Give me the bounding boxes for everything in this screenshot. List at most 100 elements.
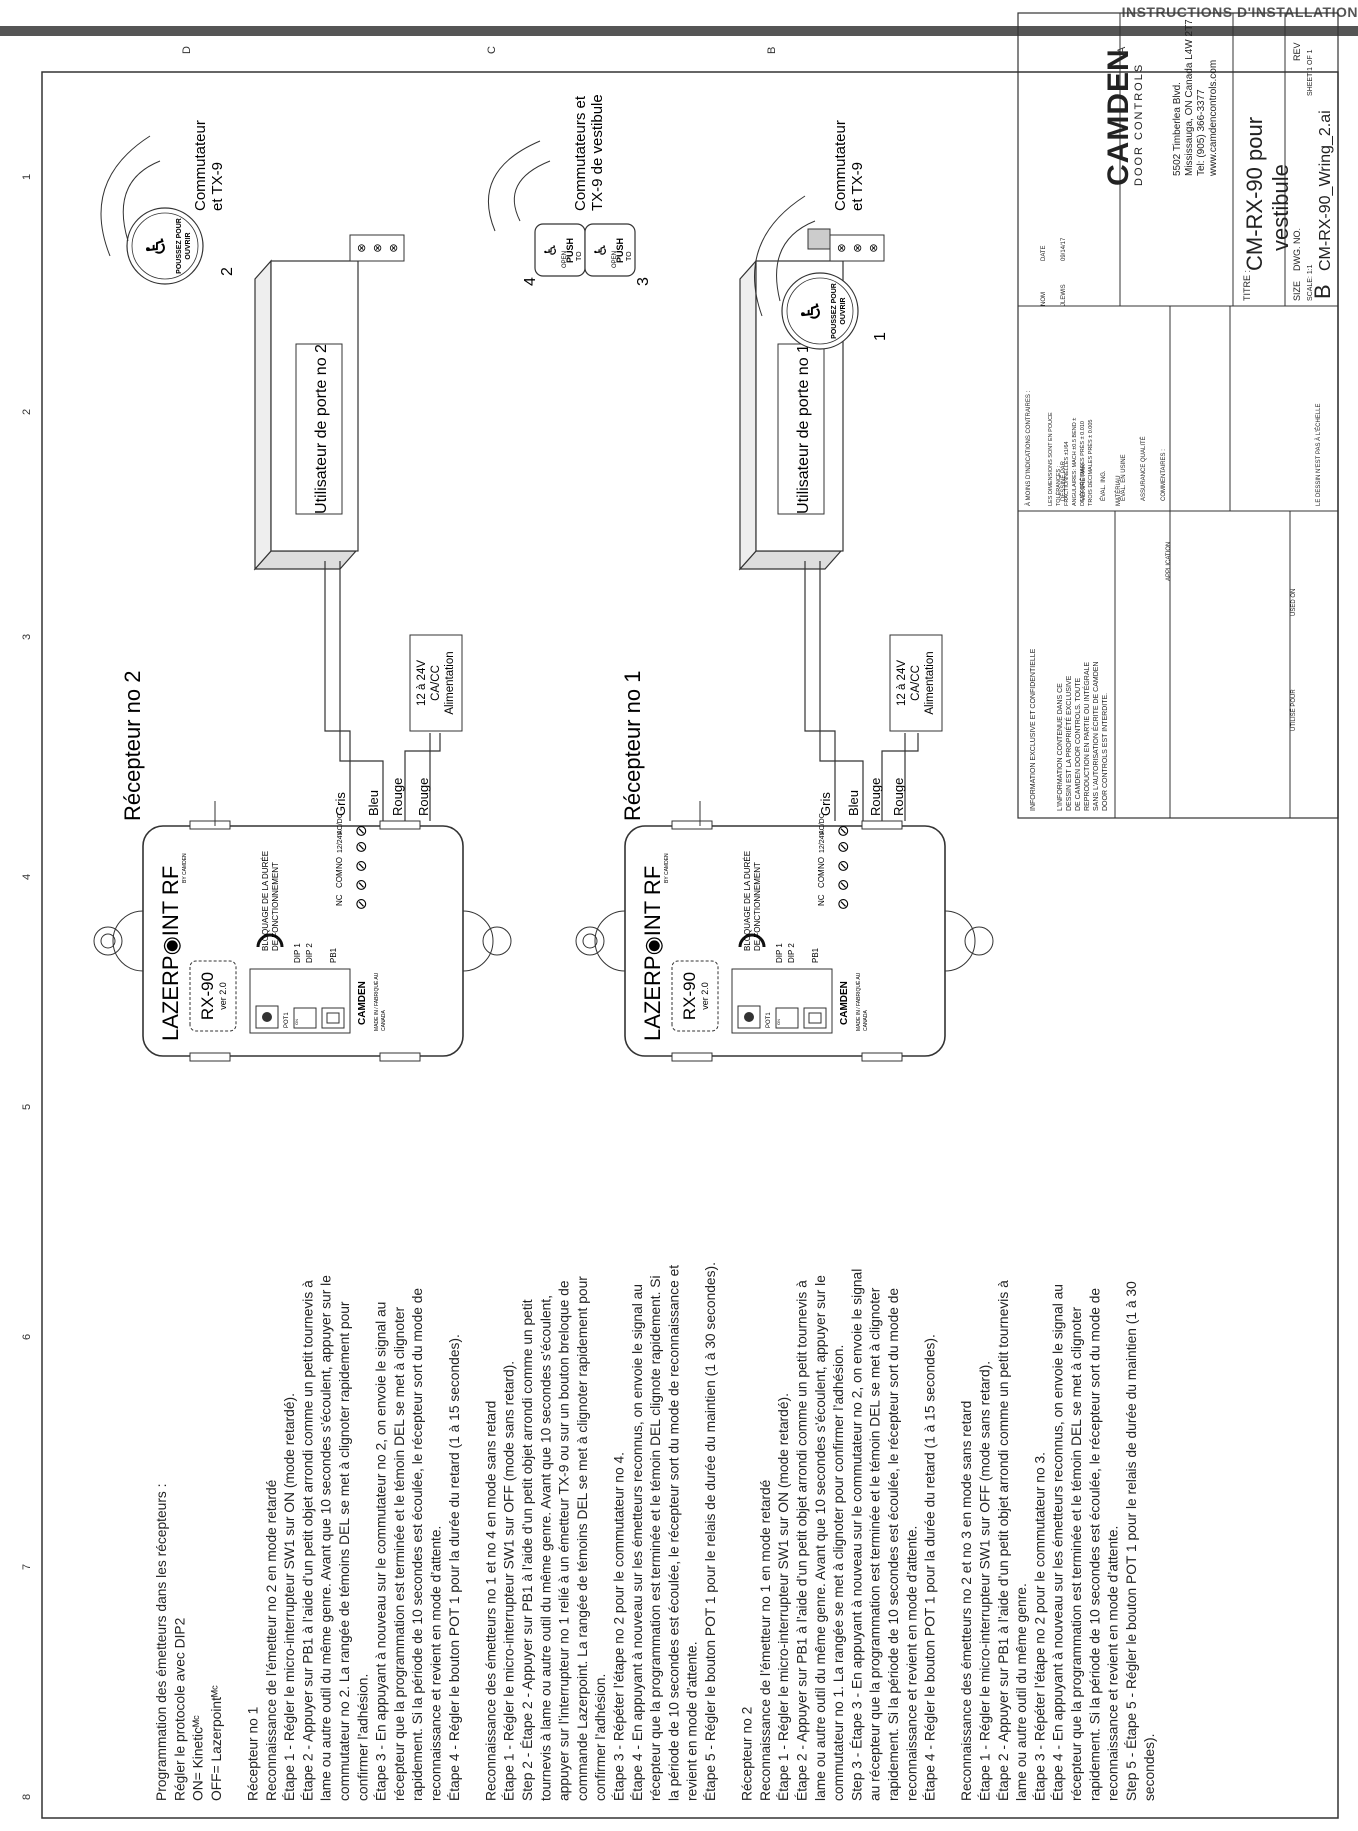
svg-text:APPLICATION: APPLICATION: [1166, 542, 1172, 581]
svg-text:Tel: (905) 366-3377: Tel: (905) 366-3377: [1196, 89, 1207, 176]
svg-text:ON: ON: [294, 1019, 299, 1025]
note-line: ON= Kineticᴹᶜ: [191, 1715, 206, 1801]
svg-text:12/24V: 12/24V: [819, 830, 826, 853]
switch-3-number: 3: [635, 277, 652, 286]
svg-text:et TX-9: et TX-9: [209, 162, 226, 211]
note-line: Programmation des émetteurs dans les réc…: [154, 1484, 169, 1801]
svg-text:OPEN: OPEN: [562, 251, 568, 268]
power-supply-1: 12 à 24V CA/CC Alimentation: [889, 634, 943, 732]
wire-bleu-2: Bleu: [366, 790, 381, 816]
note-line: Récepteur no 2: [740, 1707, 755, 1801]
svg-text:SCALE: 1:1: SCALE: 1:1: [1307, 264, 1314, 301]
svg-text:MATÉRIAU: MATÉRIAU: [1115, 475, 1122, 506]
svg-text:NO: NO: [817, 857, 826, 869]
svg-text:PUSH: PUSH: [615, 238, 625, 263]
svg-text:DIP 1: DIP 1: [775, 943, 784, 963]
svg-text:12/24V: 12/24V: [337, 830, 344, 853]
svg-text:DOOR CONTROLS: DOOR CONTROLS: [1133, 63, 1145, 186]
note-line: Étape 1 - Régler le micro-interrupteur S…: [501, 1361, 517, 1801]
svg-text:Rouge: Rouge: [891, 778, 906, 816]
svg-text:TO: TO: [626, 251, 633, 261]
svg-text:DE CAMDEN DOOR CONTROLS. TOUTE: DE CAMDEN DOOR CONTROLS. TOUTE: [1075, 678, 1082, 811]
note-line: lame ou autre outil du même genre. Avant…: [813, 1275, 828, 1801]
svg-text:⊘: ⊘: [353, 841, 370, 854]
svg-text:COM: COM: [335, 869, 344, 888]
note-line: Étape 4 - Régler le bouton POT 1 pour la…: [446, 1334, 462, 1801]
svg-text:Mississauga, ON Canada L4W 2: Mississauga, ON Canada L4W 2T7: [1184, 19, 1195, 176]
note-line: au récepteur que la programmation est te…: [868, 1287, 883, 1801]
svg-text:⊗: ⊗: [356, 243, 368, 252]
svg-text:DIP 2: DIP 2: [305, 943, 314, 963]
svg-text:OUVRIR: OUVRIR: [185, 232, 192, 259]
svg-text:TO: TO: [576, 251, 583, 261]
door-operator-1-label: Utilisateur de porte no 1: [795, 344, 812, 514]
svg-text:BLOQUAGE DE LA DURÉE: BLOQUAGE DE LA DURÉE: [261, 851, 270, 951]
svg-text:MADE IN / FABRIQUÉ AU: MADE IN / FABRIQUÉ AU: [855, 972, 862, 1031]
wheelchair-icon: ♿: [593, 243, 610, 257]
note-line: Reconnaissance des émetteurs no 2 et no …: [959, 1401, 974, 1801]
receiver-2-title: Récepteur no 2: [120, 671, 145, 821]
svg-text:⊗: ⊗: [388, 243, 400, 252]
note-line: la période de 10 secondes est écoulée, l…: [666, 1265, 681, 1801]
svg-text:ANGULAIRES: MACH ±0.5 BEND ±: ANGULAIRES: MACH ±0.5 BEND ±: [1072, 418, 1078, 506]
svg-text:DATE: DATE: [1041, 245, 1047, 261]
svg-text:⊗: ⊗: [868, 243, 880, 252]
svg-text:⊗: ⊗: [852, 243, 864, 252]
svg-text:12 à 24V: 12 à 24V: [896, 660, 908, 706]
svg-text:TX-9 de vestibule: TX-9 de vestibule: [589, 94, 606, 211]
svg-text:POT1: POT1: [284, 1012, 290, 1028]
wheelchair-icon: ♿: [141, 234, 171, 257]
door-operator-2: Utilisateur de porte no 2 ⊗ ⊗ ⊗: [253, 234, 405, 571]
svg-text:5502 Timberlea Blvd.: 5502 Timberlea Blvd.: [1172, 82, 1183, 176]
note-line: rapidement. Si la période de 10 secondes…: [1087, 1288, 1102, 1801]
svg-text:ÉVAL. ING.: ÉVAL. ING.: [1100, 470, 1107, 501]
svg-text:12 à 24V: 12 à 24V: [416, 660, 428, 706]
switch-1-number: 1: [872, 332, 889, 341]
note-line: lame ou autre outil du même genre. Avant…: [319, 1275, 334, 1801]
svg-text:INFORMATION EXCLUSIVE ET CONFI: INFORMATION EXCLUSIVE ET CONFIDENTIELLE: [1030, 648, 1037, 811]
rx90-terminals-1: ⊘ ⊘ ⊘ ⊘ ⊘ NC COM NO 12/24V AC/DC: [817, 813, 852, 910]
svg-text:⊘: ⊘: [835, 860, 852, 873]
push-switch-1: ♿ POUSSEZ POUR OUVRIR 1 Commutateur et T…: [754, 120, 889, 350]
svg-text:DEUX DÉCIMALES PRÈS ± 0.01: DEUX DÉCIMALES PRÈS ± 0.010: [1079, 421, 1086, 506]
svg-text:CANADA: CANADA: [381, 1009, 387, 1031]
rx90-brand-1: LAZERP◉INT RF: [640, 866, 665, 1041]
svg-text:ASSURANCE QUALITÉ: ASSURANCE QUALITÉ: [1140, 436, 1147, 501]
svg-text:DE FONCTIONNEMENT: DE FONCTIONNEMENT: [271, 862, 280, 951]
switch-4-number: 4: [522, 277, 539, 286]
wheelchair-icon: ♿: [796, 299, 826, 322]
header-bar: [0, 26, 1358, 36]
rx90-brand-2: LAZERP◉INT RF: [158, 866, 183, 1041]
svg-text:5: 5: [21, 1104, 33, 1110]
svg-text:ON: ON: [776, 1019, 781, 1025]
rx90-terminals-2: ⊘ ⊘ ⊘ ⊘ ⊘ NC COM NO 12/24V AC/DC: [335, 813, 370, 910]
svg-text:DWG. NO.: DWG. NO.: [1292, 228, 1302, 271]
svg-text:L’INFORMATION CONTENUE DANS CE: L’INFORMATION CONTENUE DANS CE: [1057, 683, 1064, 811]
svg-text:⊗: ⊗: [836, 243, 848, 252]
rx90-model-2: RX-90: [198, 972, 217, 1020]
rx90-module-1: LAZERP◉INT RF BY CAMDEN RX-90 ver 2.0 BL…: [575, 801, 994, 1062]
svg-text:B: B: [1310, 284, 1335, 299]
note-line: Étape 1 - Régler le micro-interrupteur S…: [977, 1361, 993, 1801]
push-switch-2: ♿ POUSSEZ POUR OUVRIR 2 Commutateur et T…: [100, 120, 236, 285]
svg-text:8: 8: [21, 1794, 33, 1800]
svg-text:AC/DC: AC/DC: [337, 813, 344, 835]
svg-text:09/14/17: 09/14/17: [1061, 237, 1067, 261]
note-line: tournevis à lame ou autre outil du même …: [538, 1295, 553, 1801]
svg-text:À MOINS D’INDICATIONS CONTRAIR: À MOINS D’INDICATIONS CONTRAIRES :: [1025, 390, 1032, 506]
svg-text:⊘: ⊘: [353, 879, 370, 892]
drawing-title-line-1: CM-RX-90 pour: [1242, 117, 1267, 271]
svg-text:NC: NC: [335, 894, 344, 906]
svg-text:LE DESSIN N’EST PAS À L’ÉCHELL: LE DESSIN N’EST PAS À L’ÉCHELLE: [1315, 404, 1322, 507]
svg-text:⊗: ⊗: [372, 243, 384, 252]
svg-text:NC: NC: [817, 894, 826, 906]
note-line: récepteur que la programmation est termi…: [1069, 1306, 1084, 1801]
operator-2-terminals: ⊗ ⊗ ⊗: [349, 234, 405, 262]
note-line: commutateur no 2. La rangée de témoins D…: [337, 1301, 352, 1801]
wire-rouge-2a: Rouge: [390, 778, 405, 816]
note-line: rapidement. Si la période de 10 secondes…: [410, 1288, 425, 1801]
receiver-1-wires: [804, 561, 919, 821]
svg-text:USED ON: USED ON: [1291, 589, 1297, 616]
rx90-model-1: RX-90: [680, 972, 699, 1020]
